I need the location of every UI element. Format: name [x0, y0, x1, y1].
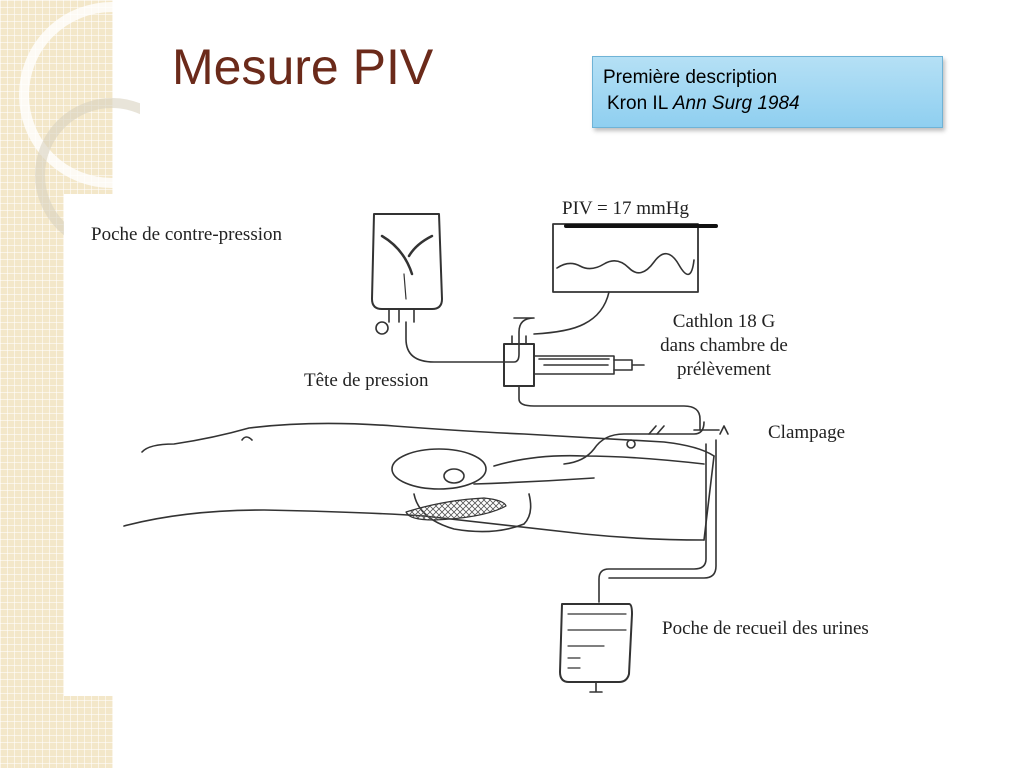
label-clamping: Clampage — [768, 422, 846, 443]
label-cathlon-line-3: prélèvement — [677, 359, 771, 380]
label-cathlon-line-1: Cathlon 18 G — [672, 311, 776, 332]
label-cathlon: Cathlon 18 G dans chambre de prélèvement — [624, 310, 824, 382]
label-urine-bag: Poche de recueil des urines — [662, 618, 869, 639]
label-counter-pressure-bag: Poche de contre-pression — [91, 224, 282, 245]
counter-pressure-bag-drawing — [371, 213, 535, 363]
reference-journal: Ann Surg 1984 — [672, 93, 800, 114]
piv-diagram-figure: Poche de contre-pression Tête de pressio… — [64, 194, 960, 696]
reference-line-2: Kron IL Ann Surg 1984 — [603, 91, 942, 117]
reference-author: Kron IL — [607, 93, 668, 114]
reference-line-1: Première description — [603, 67, 778, 88]
label-cathlon-line-2: dans chambre de — [660, 335, 788, 356]
reference-box: Première description Kron IL Ann Surg 19… — [592, 56, 943, 128]
patient-body-drawing — [123, 422, 715, 541]
label-pressure-head: Tête de pression — [304, 370, 429, 391]
urinary-catheter-drawing — [563, 421, 729, 603]
urine-collection-bag-drawing — [559, 603, 633, 693]
piv-setup-diagram — [123, 213, 729, 693]
slide-title: Mesure PIV — [172, 39, 434, 95]
label-piv-reading: PIV = 17 mmHg — [562, 198, 690, 219]
pressure-head-drawing — [503, 335, 701, 431]
piv-monitor-drawing — [533, 223, 718, 335]
